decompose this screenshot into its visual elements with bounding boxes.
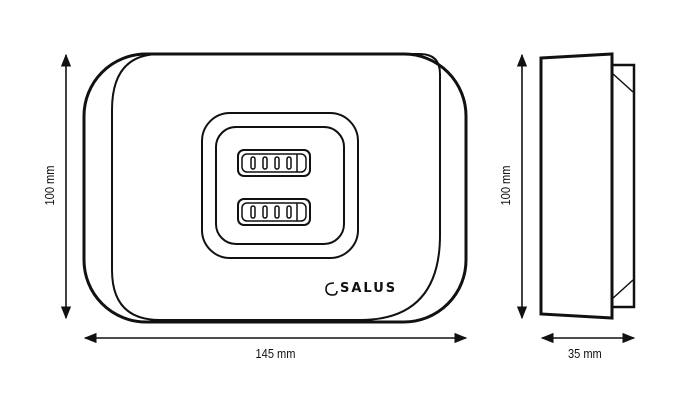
terminal-port-2: [237, 198, 311, 226]
depth-side-label: 35 mm: [567, 346, 602, 361]
height-front-label: 100 mm: [41, 165, 57, 206]
module-outer: [201, 112, 359, 259]
side-body: [539, 52, 614, 320]
front-view: [82, 52, 468, 324]
front-inner-face: [111, 53, 441, 321]
dimension-lines: [60, 53, 636, 344]
width-front-label: 145 mm: [255, 346, 296, 361]
side-view: [539, 52, 636, 320]
side-backplate: [610, 63, 636, 309]
front-outer-shell: [82, 52, 468, 324]
terminal-port-1: [237, 149, 311, 177]
salus-logo-icon: [325, 282, 338, 296]
brand-logo-text: SALUS: [340, 281, 398, 296]
module-inner: [215, 126, 345, 245]
height-side-label: 100 mm: [497, 165, 513, 206]
